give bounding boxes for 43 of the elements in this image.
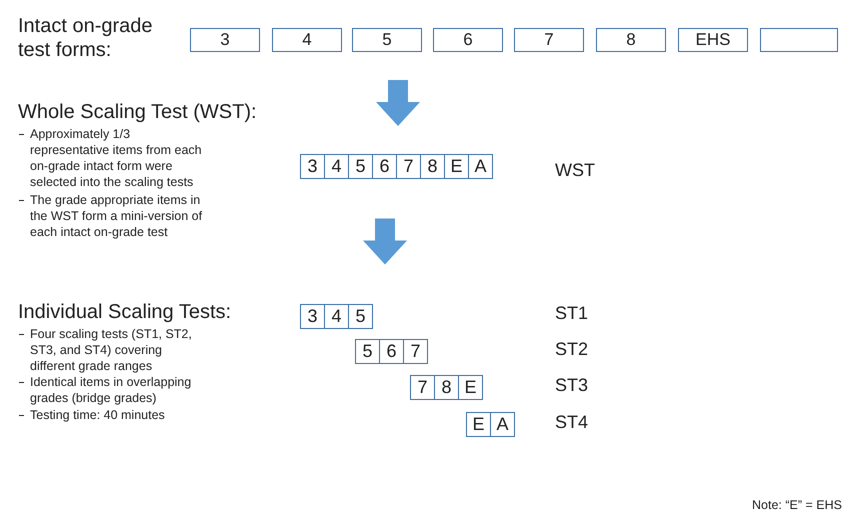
grade-cell: A xyxy=(490,412,515,437)
grade-cell: 6 xyxy=(372,154,397,179)
row-label: ST1 xyxy=(555,303,588,324)
grade-cell: E xyxy=(466,412,491,437)
test-form-box: EHS xyxy=(678,28,748,52)
grade-cell: A xyxy=(468,154,493,179)
grade-cell: 5 xyxy=(355,339,380,364)
grade-cell: 4 xyxy=(324,304,349,329)
test-form-box: 6 xyxy=(433,28,503,52)
grade-cell: 3 xyxy=(300,154,325,179)
heading: Whole Scaling Test (WST): xyxy=(18,100,257,124)
row-label: ST2 xyxy=(555,339,588,360)
test-form-box: 5 xyxy=(352,28,422,52)
row-label: ST4 xyxy=(555,412,588,433)
grade-cell: 7 xyxy=(410,375,435,400)
block-arrow xyxy=(376,80,420,126)
test-form-box: 4 xyxy=(272,28,342,52)
grade-cell: 5 xyxy=(348,154,373,179)
test-form-box: 7 xyxy=(514,28,584,52)
bullet-text: Approximately 1/3 representative items from each on-grade intact form were selected into the scaling tests xyxy=(30,126,203,190)
bullet-text: Identical items in overlapping grades (bridge grades) xyxy=(30,374,192,406)
grade-cell: 7 xyxy=(396,154,421,179)
grade-cell: 3 xyxy=(300,304,325,329)
bullet-text: The grade appropriate items in the WST form a mini-version of each intact on-grade test xyxy=(30,192,204,240)
heading: Individual Scaling Tests: xyxy=(18,300,232,324)
grade-cell: 8 xyxy=(434,375,459,400)
grade-cell: 6 xyxy=(379,339,404,364)
grade-cell: E xyxy=(444,154,469,179)
heading: Intact on-grade test forms: xyxy=(18,14,154,62)
grade-cell: E xyxy=(458,375,483,400)
bullet-text: Testing time: 40 minutes xyxy=(30,407,166,423)
note: Note: “E” = EHS xyxy=(751,497,842,513)
test-form-box: 8 xyxy=(596,28,666,52)
grade-cell: 5 xyxy=(348,304,373,329)
test-form-box: 3 xyxy=(190,28,260,52)
row-label: WST xyxy=(555,160,595,181)
row-label: ST3 xyxy=(555,375,588,396)
grade-cell: 4 xyxy=(324,154,349,179)
empty-box xyxy=(760,28,838,52)
grade-cell: 8 xyxy=(420,154,445,179)
bullet-text: Four scaling tests (ST1, ST2, ST3, and ST4) covering different grade ranges xyxy=(30,326,193,374)
grade-cell: 7 xyxy=(403,339,428,364)
block-arrow xyxy=(363,218,407,264)
